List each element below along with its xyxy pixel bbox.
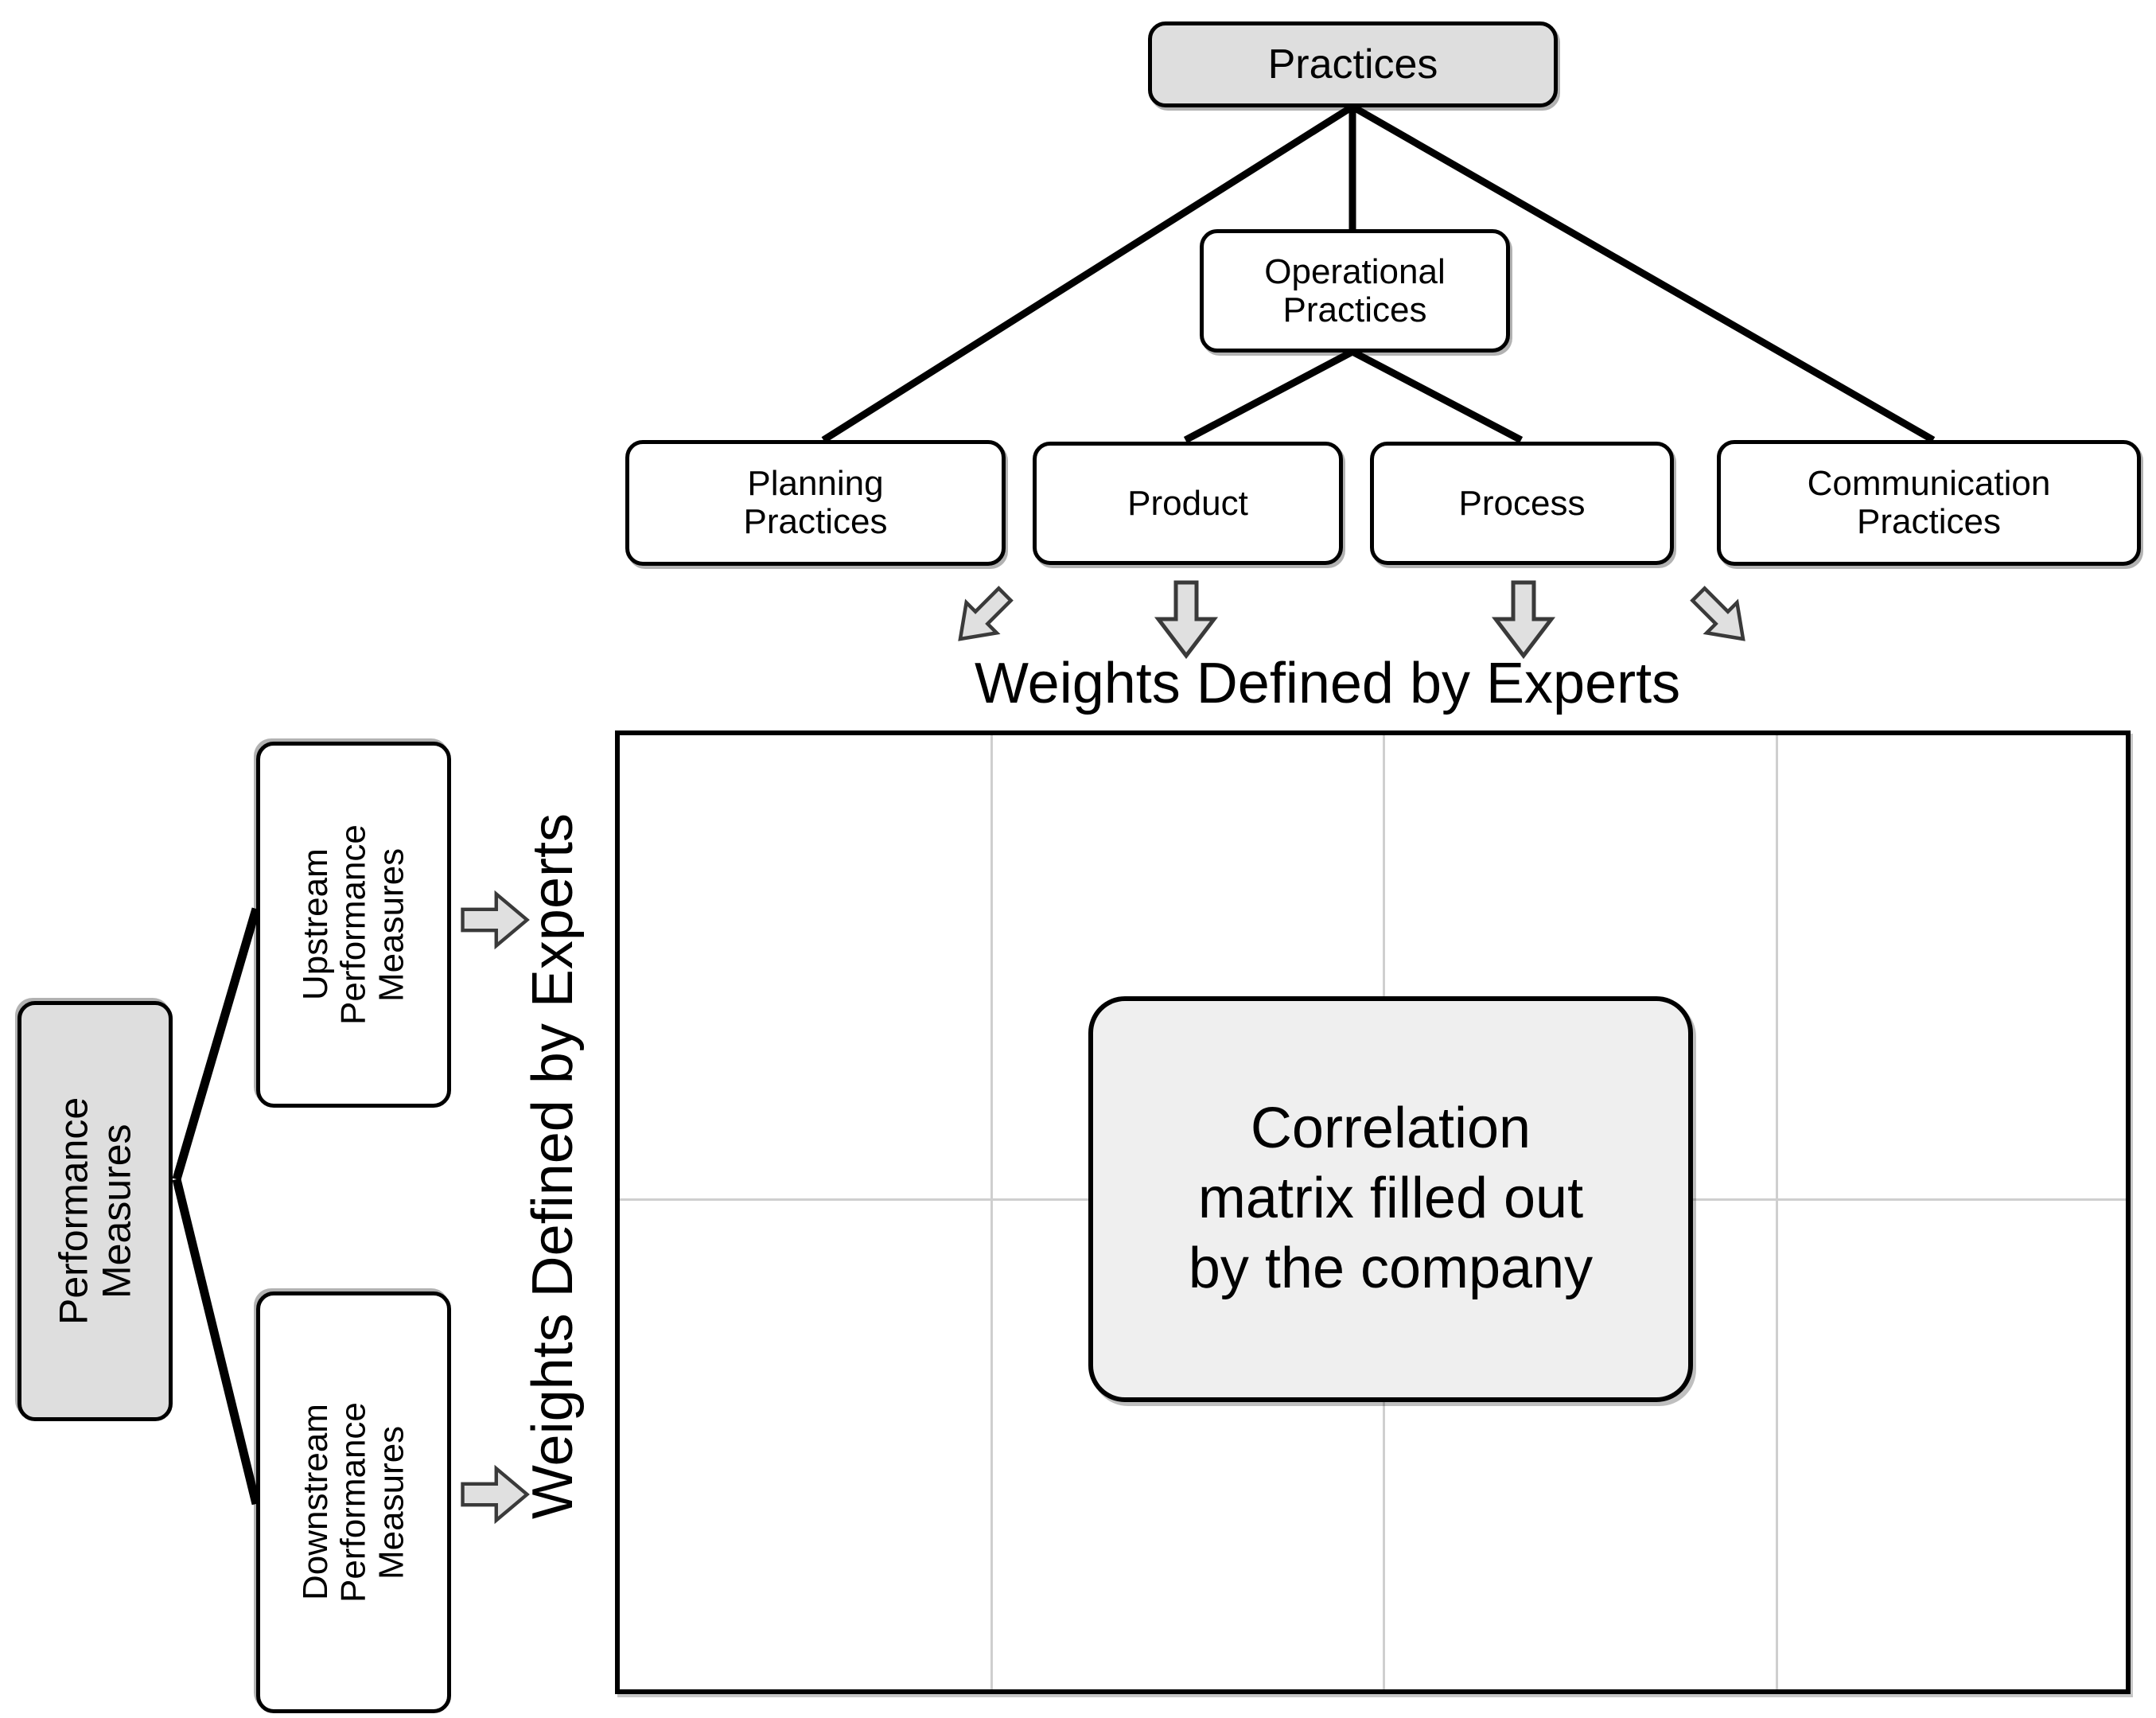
node-product[interactable]: Product xyxy=(1033,442,1343,565)
node-practices-label: Practices xyxy=(1267,41,1438,88)
arrow-right-icon xyxy=(460,890,530,950)
arrow-down-icon xyxy=(1489,579,1558,660)
arrow-down-left-icon xyxy=(1685,581,1757,653)
node-process-label: Process xyxy=(1458,483,1586,523)
arrow-right-icon xyxy=(460,1464,530,1525)
matrix-gridline-v3 xyxy=(1776,735,1778,1689)
node-practices[interactable]: Practices xyxy=(1148,21,1558,107)
arrow-down-icon xyxy=(1152,579,1220,660)
weights-defined-by-experts-top-label: Weights Defined by Experts xyxy=(975,652,1681,715)
matrix-gridline-v1 xyxy=(990,735,993,1689)
weights-defined-by-experts-left-label: Weights Defined by Experts xyxy=(521,813,585,1520)
arrow-down-right-icon xyxy=(947,581,1018,653)
node-product-label: Product xyxy=(1127,483,1248,523)
node-process[interactable]: Process xyxy=(1370,442,1674,565)
